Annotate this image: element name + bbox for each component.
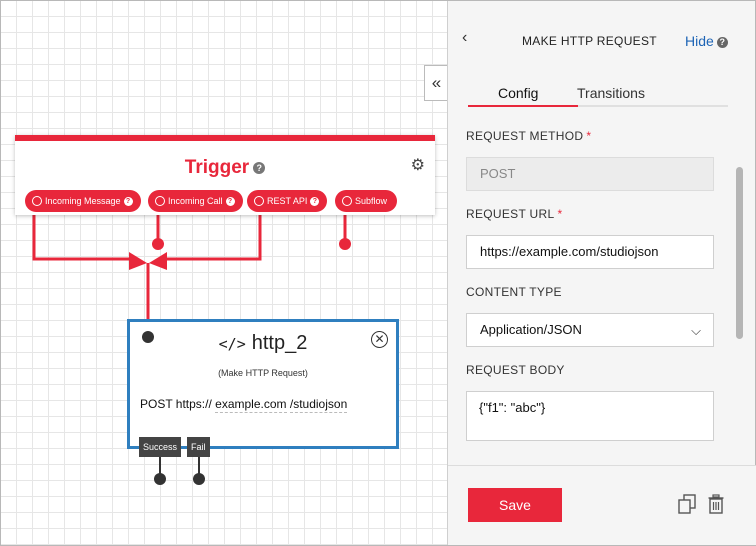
- hide-link-wrap[interactable]: Hide?: [685, 33, 728, 49]
- wire-rest-api: [167, 207, 262, 261]
- port-ring-icon: [342, 196, 352, 206]
- transition-fail[interactable]: Fail: [187, 437, 210, 457]
- back-chevron-icon[interactable]: ‹: [462, 29, 468, 46]
- trigger-incoming-message[interactable]: Incoming Message?: [25, 190, 141, 212]
- close-icon[interactable]: ✕: [371, 331, 388, 348]
- help-icon[interactable]: ?: [716, 36, 728, 48]
- content-type-select[interactable]: Application/JSON ⌵: [466, 313, 714, 347]
- flow-canvas[interactable]: Trigger? ⚙ Incoming Message? Incoming Ca…: [1, 1, 447, 546]
- transition-success[interactable]: Success: [139, 437, 182, 457]
- tab-config[interactable]: Config: [498, 85, 539, 101]
- save-button[interactable]: Save: [468, 488, 562, 522]
- port-subflow: [339, 238, 351, 250]
- gear-icon[interactable]: ⚙: [410, 157, 425, 174]
- duplicate-icon[interactable]: [678, 494, 696, 514]
- request-url-label: REQUEST URL*: [466, 207, 563, 221]
- http-request-summary: POST https:// example.com /studiojson: [140, 397, 348, 413]
- wires: [32, 207, 351, 485]
- trigger-title: Trigger: [184, 157, 250, 178]
- inspector-panel: ‹ MAKE HTTP REQUEST Hide? Config Transit…: [447, 1, 756, 545]
- pill-label: Incoming Message: [45, 196, 121, 206]
- help-icon[interactable]: ?: [310, 197, 320, 206]
- port-success: [154, 473, 166, 485]
- port-incoming-call: [152, 238, 164, 250]
- port-fail: [193, 473, 205, 485]
- pill-label: REST API: [267, 196, 308, 206]
- request-url-input[interactable]: https://example.com/studiojson: [466, 235, 714, 269]
- request-method-field: POST: [466, 157, 714, 191]
- port-ring-icon: [155, 196, 165, 206]
- content-type-value: Application/JSON: [480, 322, 582, 337]
- config-form: REQUEST METHOD* POST REQUEST URL* https:…: [448, 111, 738, 461]
- http-widget[interactable]: </> http_2 ✕ (Make HTTP Request) POST htt…: [127, 319, 399, 449]
- help-icon[interactable]: ?: [253, 161, 266, 174]
- http-title: http_2: [251, 332, 308, 354]
- pill-label: Subflow: [355, 196, 388, 206]
- port-ring-icon: [254, 196, 264, 206]
- code-icon: </>: [218, 335, 246, 353]
- http-input-port[interactable]: [142, 331, 154, 343]
- http-subtitle: (Make HTTP Request): [218, 368, 308, 378]
- http-title-wrap: </> http_2: [130, 332, 396, 355]
- content-type-label: CONTENT TYPE: [466, 285, 562, 299]
- http-url-host: example.com: [215, 397, 287, 413]
- collapse-panel-button[interactable]: «: [424, 65, 448, 101]
- help-icon[interactable]: ?: [123, 197, 133, 206]
- trigger-widget[interactable]: Trigger? ⚙ Incoming Message? Incoming Ca…: [15, 135, 435, 215]
- panel-header: ‹ MAKE HTTP REQUEST Hide?: [448, 1, 756, 57]
- active-tab-indicator: [468, 105, 578, 107]
- chevron-down-icon: ⌵: [691, 323, 701, 338]
- trigger-subflow[interactable]: Subflow: [335, 190, 398, 212]
- port-ring-icon: [32, 196, 42, 206]
- trigger-incoming-call[interactable]: Incoming Call?: [148, 190, 243, 212]
- wire-arrow-left: [129, 252, 147, 270]
- wire-arrow-right: [149, 252, 167, 270]
- panel-title: MAKE HTTP REQUEST: [522, 34, 657, 48]
- panel-tabs: Config Transitions: [468, 79, 728, 107]
- tab-transitions[interactable]: Transitions: [577, 85, 645, 101]
- panel-scrollbar[interactable]: [736, 167, 743, 339]
- trash-icon[interactable]: [708, 494, 724, 514]
- wire-incoming-message: [32, 207, 129, 261]
- hide-link[interactable]: Hide: [685, 33, 714, 49]
- request-method-label: REQUEST METHOD*: [466, 129, 592, 143]
- trigger-rest-api[interactable]: REST API?: [247, 190, 328, 212]
- pill-label: Incoming Call: [168, 196, 223, 206]
- http-url-path: /studiojson: [289, 397, 348, 413]
- http-method: POST https://: [140, 397, 212, 411]
- request-body-label: REQUEST BODY: [466, 363, 565, 377]
- trigger-title-wrap: Trigger?: [15, 157, 435, 179]
- panel-footer: Save: [448, 465, 756, 545]
- request-body-textarea[interactable]: {"f1": "abc"}: [466, 391, 714, 441]
- help-icon[interactable]: ?: [225, 197, 235, 206]
